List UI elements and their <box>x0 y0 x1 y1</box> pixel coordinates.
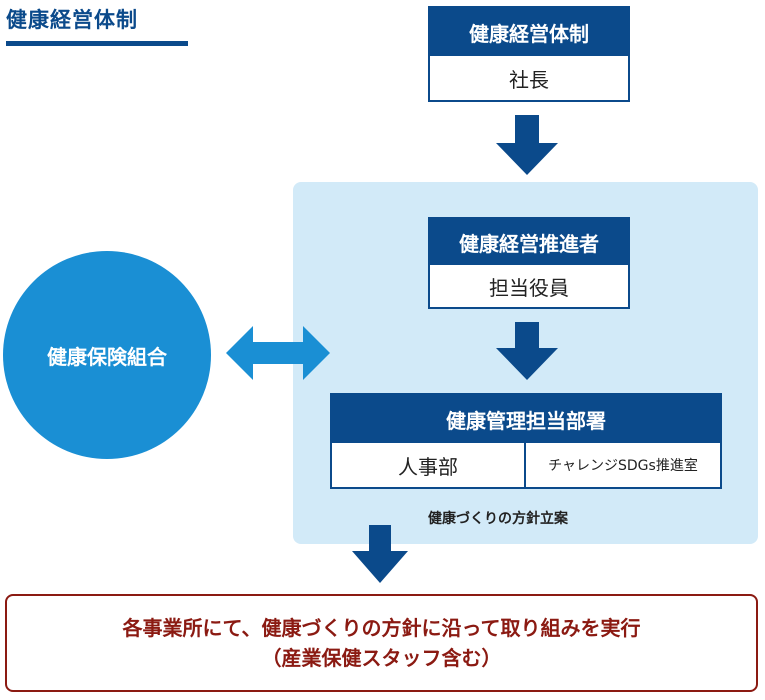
down-arrow-icon <box>496 115 558 175</box>
health-department-title: 健康管理担当部署 <box>332 395 720 443</box>
health-department-box: 健康管理担当部署 人事部 チャレンジSDGs推進室 <box>330 393 722 489</box>
president-label: 社長 <box>509 67 549 92</box>
down-arrow-icon <box>496 322 558 380</box>
officer-label: 担当役員 <box>489 275 569 300</box>
implementation-line-1: 各事業所にて、健康づくりの方針に沿って取り組みを実行 <box>122 616 641 640</box>
page-title: 健康経営体制 <box>6 8 138 32</box>
down-arrow-icon <box>352 525 408 583</box>
management-system-title: 健康経営体制 <box>430 8 628 56</box>
department-units: 人事部 チャレンジSDGs推進室 <box>332 443 720 487</box>
management-system-box: 健康経営体制 社長 <box>428 6 630 102</box>
promoter-box: 健康経営推進者 担当役員 <box>428 217 630 309</box>
implementation-box: 各事業所にて、健康づくりの方針に沿って取り組みを実行 （産業保健スタッフ含む） <box>5 594 758 692</box>
implementation-line-2: （産業保健スタッフ含む） <box>261 646 502 670</box>
sdgs-office: チャレンジSDGs推進室 <box>526 443 720 487</box>
hr-department: 人事部 <box>332 443 524 487</box>
promoter-title: 健康経営推進者 <box>430 219 628 265</box>
double-arrow-icon <box>226 326 330 380</box>
title-underline <box>6 41 188 46</box>
planning-caption: 健康づくりの方針立案 <box>428 511 568 527</box>
health-insurance-union: 健康保険組合 <box>3 251 211 459</box>
